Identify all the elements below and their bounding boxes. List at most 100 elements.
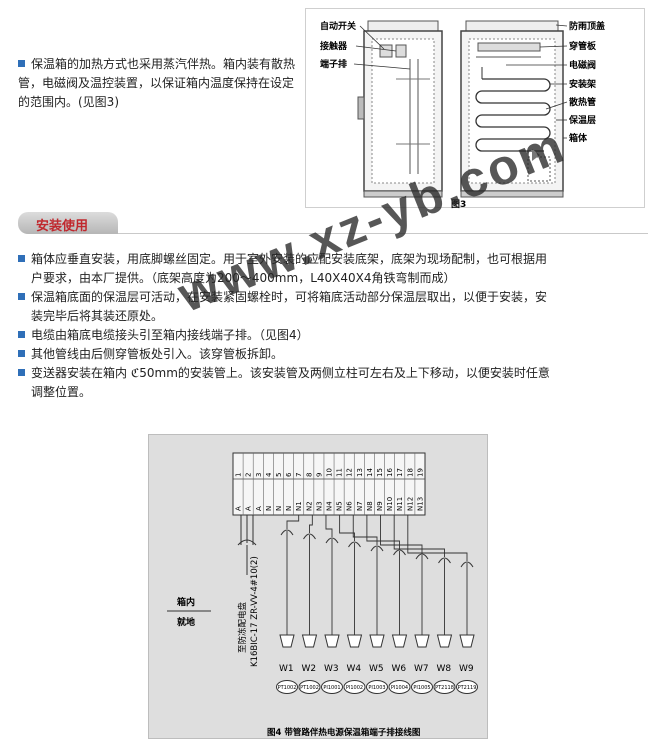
instrument-tag-label: PI1005 — [413, 685, 430, 691]
bullet-square-icon — [18, 60, 25, 67]
terminal-label: N2 — [305, 501, 313, 511]
terminal-number: 6 — [285, 472, 293, 477]
fig4-cable-label: 至防冻配电盘 — [237, 601, 248, 653]
terminal-label: A — [255, 506, 263, 511]
fig3-left-label: 自动开关 — [320, 20, 356, 32]
terminal-label: N5 — [336, 501, 344, 511]
bullet-square-icon — [18, 331, 25, 338]
instrument-tag-label: PT1002 — [278, 685, 297, 691]
instrument-tag-label: PT2118 — [435, 685, 454, 691]
terminal-label: N4 — [326, 501, 334, 511]
intro-paragraph: 保温箱的加热方式也采用蒸汽伴热。箱内装有散热管，电磁阀及温控装置，以保证箱内温度… — [18, 55, 300, 112]
terminal-number: 5 — [275, 473, 283, 477]
instrument-tag-label: PT1002 — [300, 685, 319, 691]
terminal-number: 1 — [235, 473, 243, 477]
wire-label: W9 — [459, 664, 474, 674]
fig3-caption: 图3 — [451, 199, 466, 209]
terminal-number: 19 — [416, 468, 424, 477]
terminal-number: 10 — [326, 468, 334, 477]
wire-label: W4 — [347, 664, 362, 674]
section-header: 安装使用 — [18, 212, 648, 236]
instrument-tag-label: PI1002 — [346, 685, 363, 691]
list-item: 电缆由箱底电缆接头引至箱内接线端子排。（见图4） — [18, 326, 633, 345]
figure-3: 自动开关 接触器 端子排 防雨顶盖 穿管板 电磁阀 安装架 散热管 保温层 箱体… — [305, 8, 645, 210]
wire-label: W1 — [279, 664, 294, 674]
fig3-right-label: 穿管板 — [569, 40, 597, 52]
fig3-right-label: 电磁阀 — [569, 59, 596, 71]
cable-gland-icon — [346, 634, 363, 648]
fig3-right-label: 散热管 — [569, 96, 596, 108]
section-title: 安装使用 — [36, 219, 89, 234]
terminal-label: N7 — [356, 501, 364, 511]
instrument-tag-label: PI1001 — [323, 685, 340, 691]
fig3-left-label: 接触器 — [320, 40, 348, 52]
terminal-number: 15 — [376, 468, 384, 477]
terminal-label: N — [275, 506, 283, 511]
fig3-right-label: 防雨顶盖 — [569, 20, 605, 32]
figure-3-drawing: 自动开关 接触器 端子排 防雨顶盖 穿管板 电磁阀 安装架 散热管 保温层 箱体… — [320, 20, 605, 210]
terminal-label: N3 — [315, 501, 323, 511]
intro-text: 保温箱的加热方式也采用蒸汽伴热。箱内装有散热管，电磁阀及温控装置，以保证箱内温度… — [18, 57, 296, 109]
fig3-right-label: 安装架 — [569, 78, 596, 90]
fig4-caption: 图4 带管路伴热电源保温箱端子排接线图 — [267, 727, 420, 738]
fig3-right-label: 箱体 — [569, 132, 588, 144]
terminal-number: 7 — [295, 473, 303, 477]
instrument-tag-label: PI1003 — [368, 685, 385, 691]
instrument-tag — [366, 680, 388, 694]
wire-label: W2 — [302, 664, 317, 674]
terminal-number: 3 — [255, 473, 263, 477]
fig3-right-label: 保温层 — [568, 114, 596, 126]
wire-label: W7 — [414, 664, 429, 674]
terminal-number: 18 — [406, 468, 414, 477]
cable-gland-icon — [369, 634, 385, 648]
cable-gland-icon — [414, 634, 430, 648]
cable-gland-icon — [436, 634, 453, 648]
terminal-label: N6 — [346, 501, 354, 511]
bullet-square-icon — [18, 350, 25, 357]
fig3-left-label: 端子排 — [320, 58, 347, 70]
terminal-label: N1 — [295, 501, 303, 511]
terminal-number: 14 — [366, 468, 374, 477]
list-item: 箱体应垂直安装，用底脚螺丝固定。用于室外安装的应配安装底架，底架为现场配制，也可… — [18, 250, 633, 288]
instrument-tag — [456, 680, 478, 694]
wire-label: W6 — [392, 664, 407, 674]
fig4-left-top: 箱内 — [177, 596, 195, 608]
terminal-number: 16 — [386, 468, 394, 477]
section-header-tab — [18, 212, 118, 234]
terminal-label: N — [265, 506, 273, 511]
terminal-label: N13 — [416, 497, 424, 511]
terminal-number: 17 — [396, 468, 404, 477]
figure-4-drawing: 1A2A3A4N5N6N7N18N29N310N411N512N613N714N… — [167, 452, 478, 738]
terminal-number: 4 — [265, 472, 273, 477]
terminal-number: 13 — [356, 468, 364, 477]
terminal-label: N10 — [386, 497, 394, 511]
terminal-label: N8 — [366, 501, 374, 511]
instrument-tag-label: PT2119 — [458, 685, 477, 691]
bullet-square-icon — [18, 293, 25, 300]
cable-gland-icon — [279, 634, 295, 648]
instrument-tag-label: PI1004 — [391, 685, 408, 691]
cable-gland-icon — [324, 634, 340, 648]
wire-label: W8 — [437, 664, 452, 674]
instrument-tag — [298, 680, 321, 694]
bullet-square-icon — [18, 255, 25, 262]
wire-label: W5 — [369, 664, 384, 674]
terminal-number: 8 — [305, 473, 313, 477]
cable-gland-icon — [459, 634, 475, 648]
cable-gland-icon — [301, 634, 318, 648]
instrument-tag — [411, 680, 433, 694]
terminal-label: A — [245, 506, 253, 511]
instrument-tag — [276, 680, 298, 694]
list-item: 其他管线由后侧穿管板处引入。该穿管板拆卸。 — [18, 345, 633, 364]
instrument-tag — [321, 680, 343, 694]
terminal-label: N11 — [396, 497, 404, 511]
terminal-number: 9 — [315, 473, 323, 477]
wire-label: W3 — [324, 664, 339, 674]
install-instructions: 箱体应垂直安装，用底脚螺丝固定。用于室外安装的应配安装底架，底架为现场配制，也可… — [18, 250, 633, 402]
